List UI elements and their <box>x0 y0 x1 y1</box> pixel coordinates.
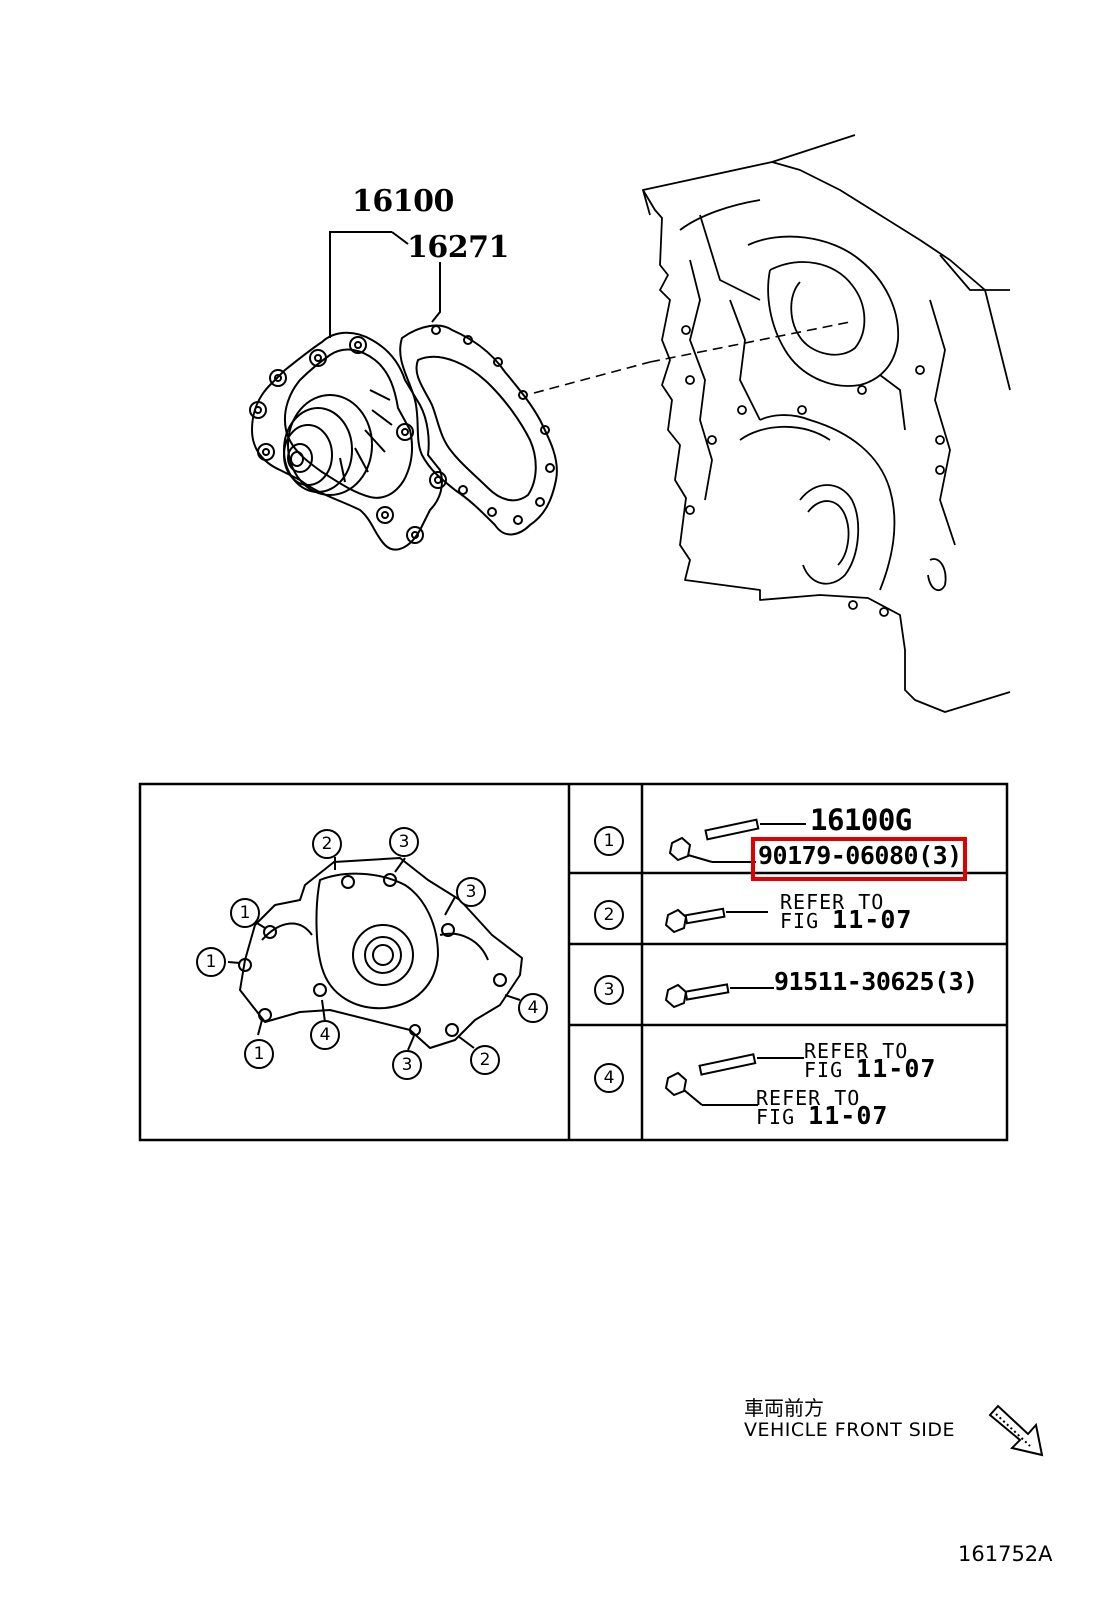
bolt-map-marker: 4 <box>518 993 548 1023</box>
illustration-code: 161752A <box>958 1542 1053 1566</box>
refer-to-a-line1: REFER TO <box>804 1039 909 1063</box>
part-16100G[interactable]: 16100G <box>810 803 912 837</box>
fig-number: 11-07 <box>856 1054 937 1083</box>
row-marker-2: 2 <box>594 900 624 930</box>
part-90179-06080[interactable]: 90179-06080(3) <box>758 841 962 870</box>
bolt-map-marker: 3 <box>392 1050 422 1080</box>
bolt-map-marker: 1 <box>230 898 260 928</box>
fig-number: 11-07 <box>832 905 913 934</box>
refer-to-b-line1: REFER TO <box>756 1086 861 1110</box>
callout-leaders <box>329 231 441 338</box>
legend-table-frame <box>138 782 1009 1142</box>
water-pump-drawing <box>249 324 558 551</box>
bolt-map-marker: 3 <box>389 827 419 857</box>
part-91511-30625[interactable]: 91511-30625(3) <box>774 967 978 996</box>
engine-block-drawing <box>642 134 1011 713</box>
bolt-map-marker: 2 <box>312 829 342 859</box>
highlighted-part-box <box>751 837 967 881</box>
assembly-line <box>533 361 651 394</box>
refer-to-line1: REFER TO <box>780 890 885 914</box>
bolt-map-marker: 1 <box>244 1039 274 1069</box>
direction-label-en: VEHICLE FRONT SIDE <box>744 1419 956 1441</box>
fig-prefix: FIG <box>780 909 833 933</box>
direction-label-jp: 車両前方 <box>744 1396 824 1420</box>
bolt-map-marker: 2 <box>470 1045 500 1075</box>
direction-arrow-icon <box>988 1404 1044 1457</box>
bolt-map-marker: 1 <box>196 947 226 977</box>
row-marker-4: 4 <box>594 1063 624 1093</box>
fig-number: 11-07 <box>808 1101 889 1130</box>
refer-to-a-line2[interactable]: FIG 11-07 <box>804 1056 936 1082</box>
fig-prefix: FIG <box>756 1105 809 1129</box>
callout-16271[interactable]: 16271 <box>407 230 509 265</box>
refer-to-line2[interactable]: FIG 11-07 <box>780 907 912 933</box>
row-marker-3: 3 <box>594 975 624 1005</box>
bolt-map-drawing <box>227 857 523 1051</box>
bolt-map-marker: 3 <box>456 877 486 907</box>
refer-to-b-line2[interactable]: FIG 11-07 <box>756 1103 888 1129</box>
bolt-icons <box>664 818 806 1106</box>
row-marker-1: 1 <box>594 826 624 856</box>
fig-prefix: FIG <box>804 1058 857 1082</box>
bolt-map-marker: 4 <box>310 1020 340 1050</box>
callout-16100[interactable]: 16100 <box>352 184 454 219</box>
